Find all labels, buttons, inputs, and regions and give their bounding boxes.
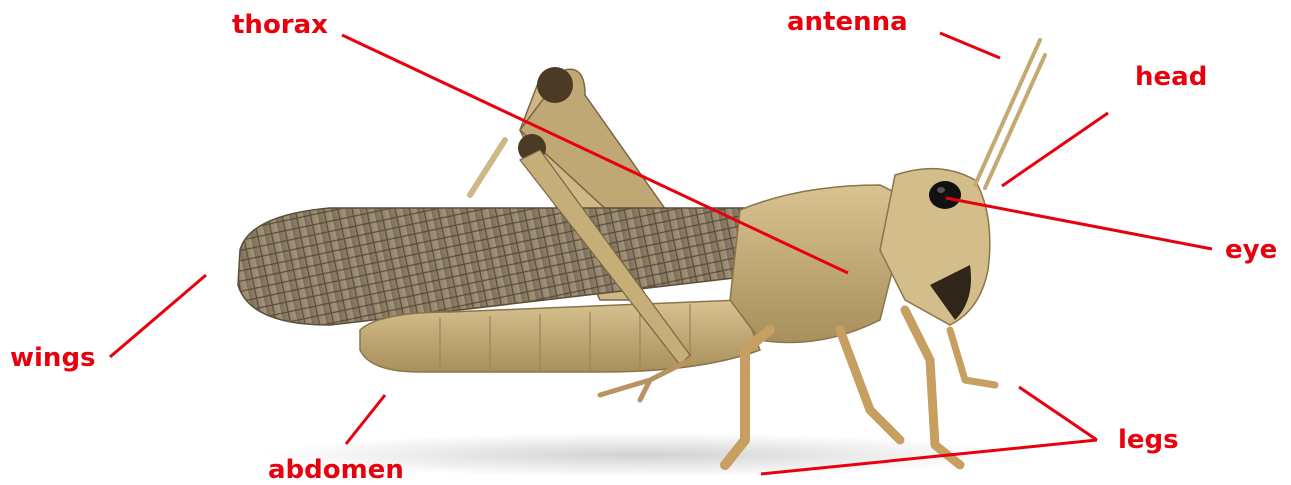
legs-label: legs	[1118, 425, 1179, 455]
grasshopper-illustration	[238, 40, 1045, 477]
wings-leader	[110, 275, 206, 357]
head-label: head	[1135, 62, 1207, 92]
head-leader	[1002, 113, 1108, 186]
thorax-label: thorax	[232, 10, 328, 40]
wings-label: wings	[10, 343, 96, 373]
antenna-label: antenna	[787, 7, 908, 37]
legs-leader-1	[1019, 387, 1097, 440]
abdomen-leader	[346, 395, 385, 444]
eye-shape	[929, 181, 961, 209]
abdomen-label: abdomen	[268, 455, 404, 485]
eye-label: eye	[1225, 235, 1277, 265]
antenna-leader	[940, 33, 1000, 58]
